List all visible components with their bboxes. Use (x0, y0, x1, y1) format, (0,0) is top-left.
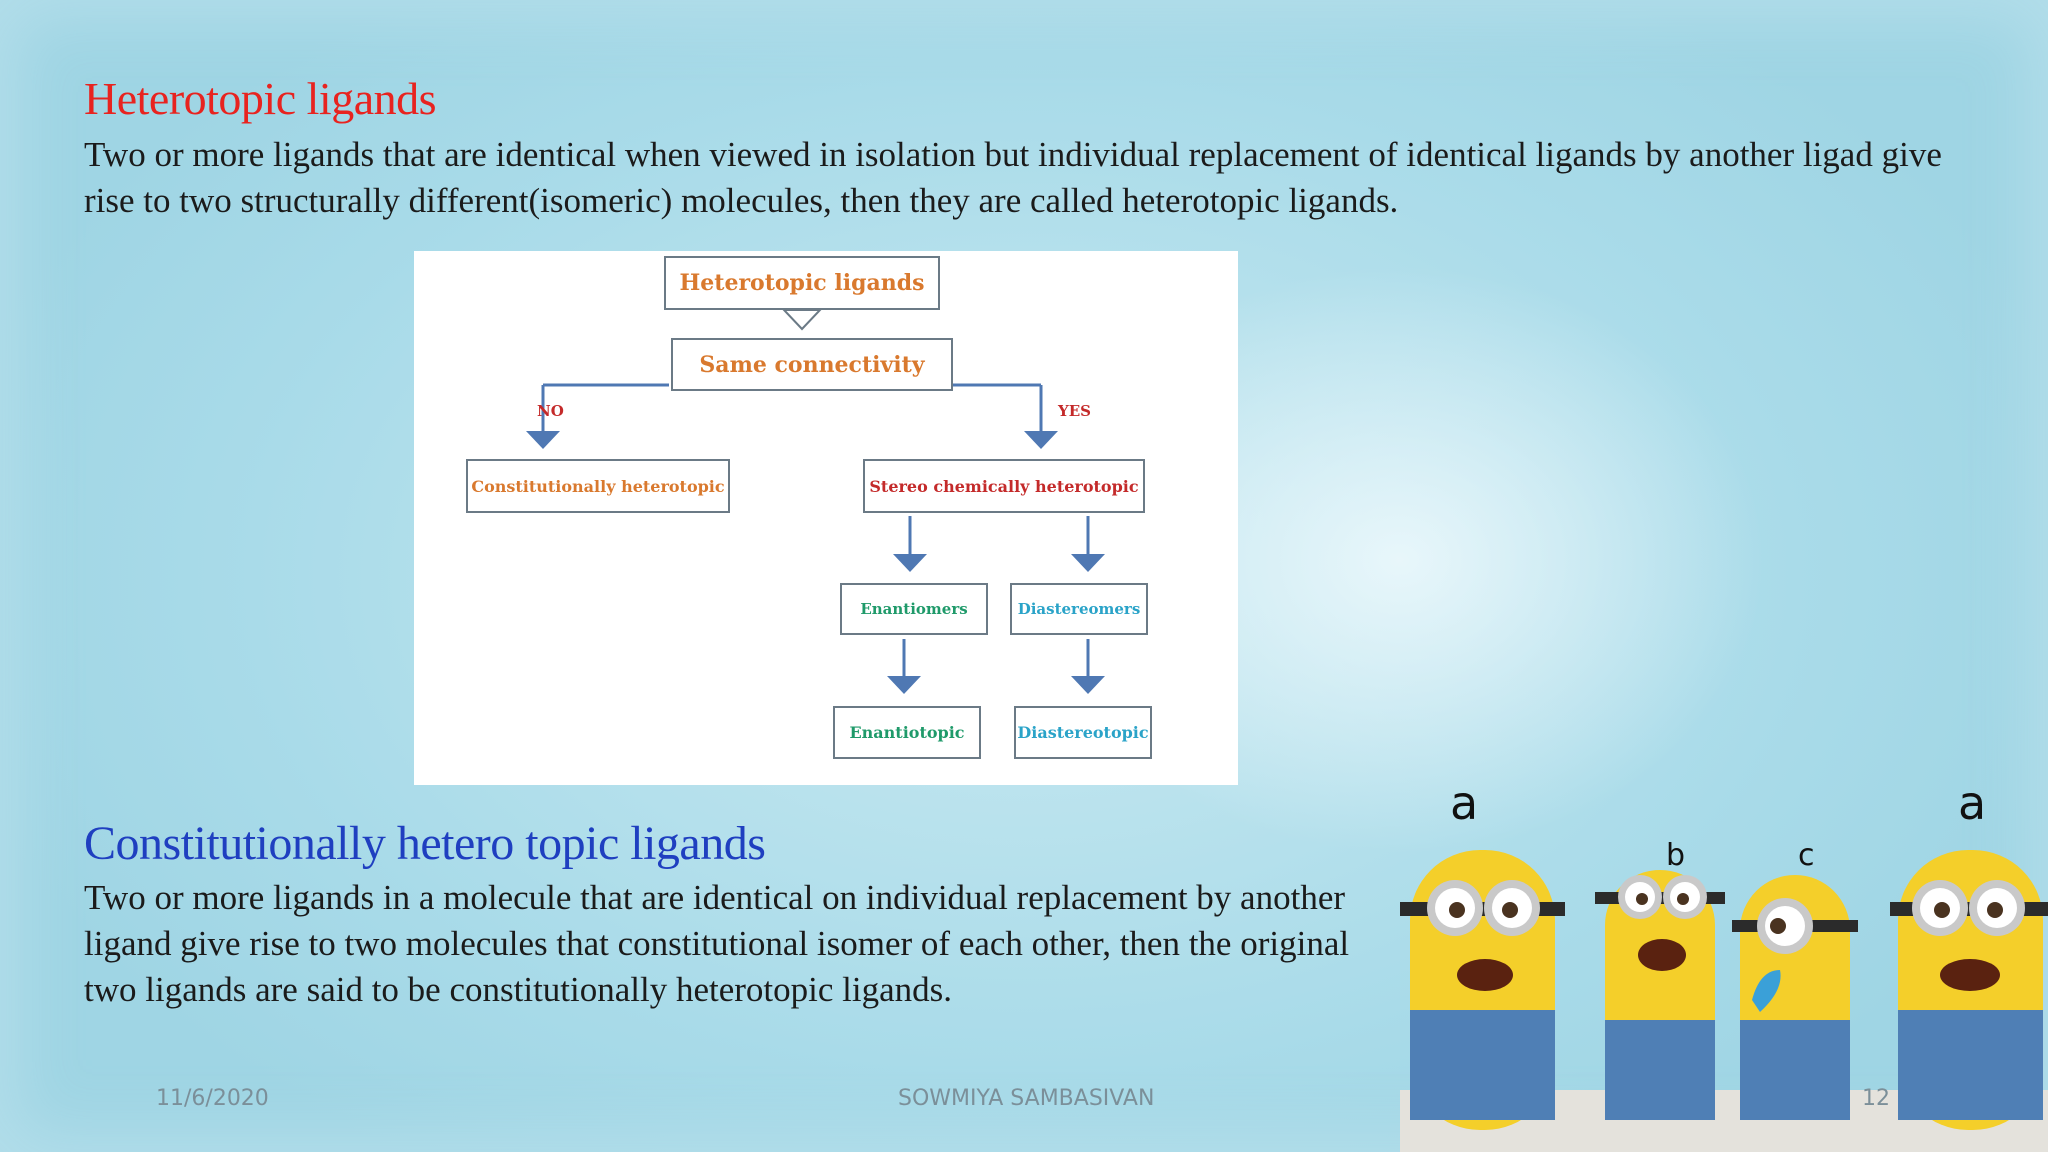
label-c: c (1798, 838, 1815, 873)
minions-illustration: a b c a (1400, 776, 2048, 1152)
node-enantiotopic: Enantiotopic (833, 706, 981, 759)
footer-author: SOWMIYA SAMBASIVAN (898, 1086, 1155, 1111)
flowchart-connectors (526, 309, 1105, 694)
flowchart-diagram: Heterotopic ligands Same connectivity NO… (414, 251, 1238, 785)
footer-page-number: 12 (1862, 1086, 1890, 1111)
label-a-right: a (1958, 776, 1987, 830)
minion-3 (1732, 875, 1858, 1120)
node-stereo-chemically-heterotopic: Stereo chemically heterotopic (863, 459, 1145, 513)
label-no: NO (537, 402, 564, 420)
label-b: b (1666, 838, 1686, 873)
label-yes: YES (1058, 402, 1091, 420)
node-constitutionally-heterotopic: Constitutionally heterotopic (466, 459, 730, 513)
node-heterotopic-ligands: Heterotopic ligands (664, 256, 940, 310)
heading-constitutionally-heterotopic: Constitutionally hetero topic ligands (84, 817, 766, 870)
minion-2 (1595, 870, 1725, 1120)
node-diastereomers: Diastereomers (1010, 583, 1148, 635)
node-diastereotopic: Diastereotopic (1014, 706, 1152, 759)
node-same-connectivity: Same connectivity (671, 338, 953, 391)
minion-1 (1400, 850, 1565, 1130)
minions-image (1400, 850, 2048, 1152)
minion-4 (1890, 850, 2048, 1130)
label-a-left: a (1450, 776, 1479, 830)
heading-heterotopic-ligands: Heterotopic ligands (84, 73, 437, 124)
paragraph-heterotopic-definition: Two or more ligands that are identical w… (84, 135, 1942, 220)
node-enantiomers: Enantiomers (840, 583, 988, 635)
footer-date: 11/6/2020 (156, 1086, 269, 1111)
paragraph-constitutional-definition: Two or more ligands in a molecule that a… (84, 878, 1350, 1009)
